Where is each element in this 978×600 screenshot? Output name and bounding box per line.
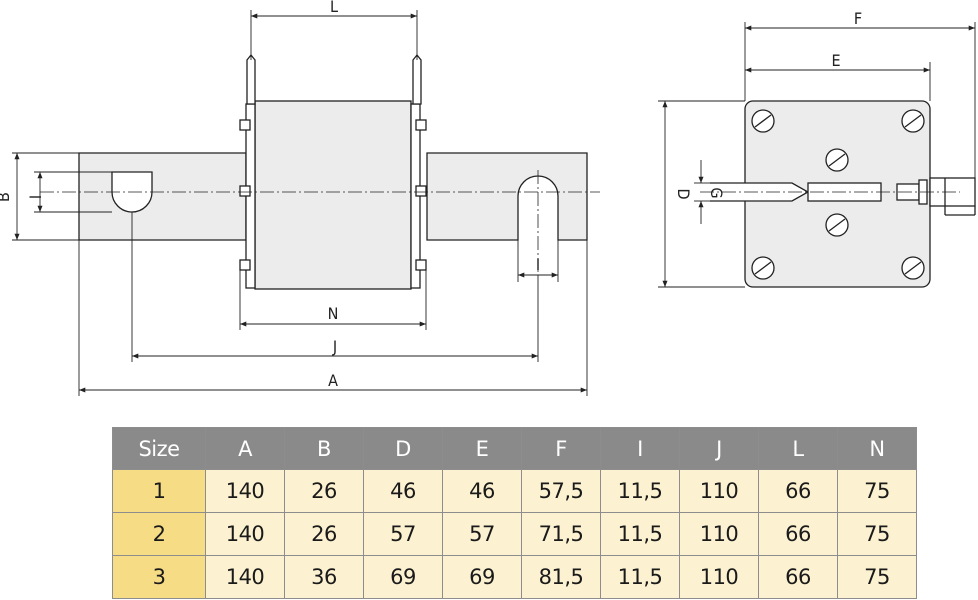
cell-b: 26 bbox=[284, 469, 364, 513]
front-view-dimensions bbox=[12, 10, 588, 396]
dim-label-e: E bbox=[831, 51, 840, 70]
cell-a: 140 bbox=[205, 555, 285, 599]
cell-n: 75 bbox=[837, 512, 917, 556]
fuse-dimension-drawing: L B I I N J A bbox=[0, 0, 976, 396]
dim-label-i-right: I bbox=[536, 255, 540, 274]
cell-d: 57 bbox=[363, 512, 443, 556]
header-d: D bbox=[363, 427, 443, 470]
front-view bbox=[40, 53, 600, 290]
cell-j: 110 bbox=[679, 469, 759, 513]
cell-l: 66 bbox=[758, 469, 838, 513]
cell-e: 69 bbox=[442, 555, 522, 599]
dim-label-f: F bbox=[854, 9, 862, 28]
cell-size: 1 bbox=[112, 469, 206, 513]
cell-a: 140 bbox=[205, 469, 285, 513]
dim-label-b: B bbox=[0, 192, 13, 202]
dimensions-table: Size A B D E F I J L N 1 140 26 46 46 57… bbox=[112, 427, 917, 599]
cell-n: 75 bbox=[837, 469, 917, 513]
cell-f: 57,5 bbox=[521, 469, 601, 513]
dim-label-a: A bbox=[328, 371, 338, 390]
cell-j: 110 bbox=[679, 555, 759, 599]
dim-label-i-left: I bbox=[26, 195, 45, 199]
cell-size: 2 bbox=[112, 512, 206, 556]
dim-label-g: G bbox=[707, 187, 726, 198]
cell-f: 71,5 bbox=[521, 512, 601, 556]
table-row: 1 140 26 46 46 57,5 11,5 110 66 75 bbox=[112, 469, 917, 513]
cell-l: 66 bbox=[758, 555, 838, 599]
left-blade bbox=[78, 152, 247, 241]
header-f: F bbox=[521, 427, 601, 470]
cell-a: 140 bbox=[205, 512, 285, 556]
fuse-body bbox=[254, 100, 412, 290]
cell-e: 57 bbox=[442, 512, 522, 556]
cell-d: 69 bbox=[363, 555, 443, 599]
cell-d: 46 bbox=[363, 469, 443, 513]
cell-b: 36 bbox=[284, 555, 364, 599]
side-view-dimensions bbox=[658, 22, 976, 288]
table-header-row: Size A B D E F I J L N bbox=[112, 427, 917, 470]
cell-i: 11,5 bbox=[600, 469, 680, 513]
table-row: 3 140 36 69 69 81,5 11,5 110 66 75 bbox=[112, 555, 917, 599]
dim-label-j: J bbox=[332, 337, 337, 356]
header-b: B bbox=[284, 427, 364, 470]
header-e: E bbox=[442, 427, 522, 470]
header-l: L bbox=[758, 427, 838, 470]
header-size: Size bbox=[112, 427, 206, 470]
table-row: 2 140 26 57 57 71,5 11,5 110 66 75 bbox=[112, 512, 917, 556]
cell-n: 75 bbox=[837, 555, 917, 599]
right-blade bbox=[426, 152, 588, 241]
cell-i: 11,5 bbox=[600, 512, 680, 556]
dim-label-l: L bbox=[330, 0, 338, 16]
header-j: J bbox=[679, 427, 759, 470]
cell-j: 110 bbox=[679, 512, 759, 556]
cell-e: 46 bbox=[442, 469, 522, 513]
header-n: N bbox=[837, 427, 917, 470]
dim-label-d: D bbox=[674, 188, 693, 199]
header-a: A bbox=[205, 427, 285, 470]
cell-size: 3 bbox=[112, 555, 206, 599]
cell-b: 26 bbox=[284, 512, 364, 556]
cell-i: 11,5 bbox=[600, 555, 680, 599]
dim-label-n: N bbox=[328, 304, 339, 323]
side-view bbox=[700, 100, 976, 288]
header-i: I bbox=[600, 427, 680, 470]
cell-l: 66 bbox=[758, 512, 838, 556]
cell-f: 81,5 bbox=[521, 555, 601, 599]
